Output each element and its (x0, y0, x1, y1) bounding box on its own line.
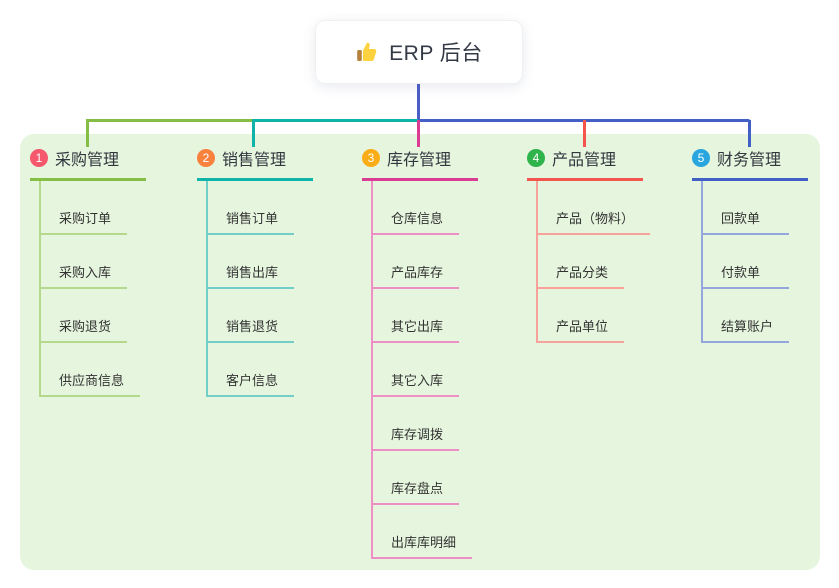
child-node[interactable]: 采购订单 (41, 181, 128, 235)
branch-node-sales[interactable]: 2 销售管理 (197, 146, 313, 181)
child-node[interactable]: 产品库存 (373, 235, 460, 289)
connector-drop-finance (748, 120, 751, 147)
branch-children: 产品（物料） 产品分类 产品单位 (536, 181, 651, 343)
branch-children: 回款单 付款单 结算账户 (701, 181, 790, 343)
branch-children: 采购订单 采购入库 采购退货 供应商信息 (39, 181, 141, 397)
thumbs-up-icon (355, 40, 379, 64)
child-node[interactable]: 采购入库 (41, 235, 128, 289)
branch-children: 销售订单 销售出库 销售退货 客户信息 (206, 181, 295, 397)
child-node[interactable]: 销售出库 (208, 235, 295, 289)
mindmap-panel (20, 134, 820, 570)
branch-node-product[interactable]: 4 产品管理 (527, 146, 643, 181)
child-node[interactable]: 付款单 (703, 235, 789, 289)
branch-badge: 3 (362, 149, 380, 167)
branch-node-finance[interactable]: 5 财务管理 (692, 146, 808, 181)
child-node[interactable]: 供应商信息 (41, 343, 141, 397)
child-node[interactable]: 结算账户 (703, 289, 790, 343)
child-node[interactable]: 采购退货 (41, 289, 128, 343)
branch-children: 仓库信息 产品库存 其它出库 其它入库 库存调拨 库存盘点 出库库明细 (371, 181, 473, 559)
branch-title: 采购管理 (55, 152, 120, 169)
branch-column-sales: 2 销售管理 销售订单 销售出库 销售退货 客户信息 (197, 146, 347, 397)
branch-column-product: 4 产品管理 产品（物料） 产品分类 产品单位 (527, 146, 677, 343)
child-node[interactable]: 仓库信息 (373, 181, 460, 235)
branch-column-inventory: 3 库存管理 仓库信息 产品库存 其它出库 其它入库 库存调拨 库存盘点 出库库… (362, 146, 512, 559)
child-node[interactable]: 销售订单 (208, 181, 295, 235)
child-node[interactable]: 其它入库 (373, 343, 460, 397)
connector-drop-product (583, 120, 586, 147)
child-node[interactable]: 出库库明细 (373, 505, 473, 559)
branch-badge: 4 (527, 149, 545, 167)
root-node[interactable]: ERP 后台 (315, 20, 523, 84)
child-node[interactable]: 产品分类 (538, 235, 625, 289)
branch-title: 销售管理 (222, 152, 287, 169)
connector-bus-teal (252, 119, 420, 122)
child-node[interactable]: 销售退货 (208, 289, 295, 343)
root-title: ERP 后台 (389, 42, 483, 65)
branch-badge: 1 (30, 149, 48, 167)
connector-root-drop (417, 84, 420, 120)
branch-badge: 5 (692, 149, 710, 167)
branch-title: 产品管理 (552, 152, 617, 169)
child-node[interactable]: 库存盘点 (373, 451, 460, 505)
branch-column-purchase: 1 采购管理 采购订单 采购入库 采购退货 供应商信息 (30, 146, 180, 397)
child-node[interactable]: 客户信息 (208, 343, 295, 397)
connector-bus-green (86, 119, 254, 122)
child-node[interactable]: 产品单位 (538, 289, 625, 343)
child-node[interactable]: 库存调拨 (373, 397, 460, 451)
branch-badge: 2 (197, 149, 215, 167)
branch-title: 库存管理 (387, 152, 452, 169)
branch-node-inventory[interactable]: 3 库存管理 (362, 146, 478, 181)
branch-title: 财务管理 (717, 152, 782, 169)
child-node[interactable]: 回款单 (703, 181, 789, 235)
connector-drop-sales (252, 119, 255, 147)
connector-drop-purchase (86, 119, 89, 147)
connector-drop-inventory (417, 120, 420, 147)
child-node[interactable]: 其它出库 (373, 289, 460, 343)
branch-node-purchase[interactable]: 1 采购管理 (30, 146, 146, 181)
child-node[interactable]: 产品（物料） (538, 181, 651, 235)
branch-column-finance: 5 财务管理 回款单 付款单 结算账户 (692, 146, 839, 343)
